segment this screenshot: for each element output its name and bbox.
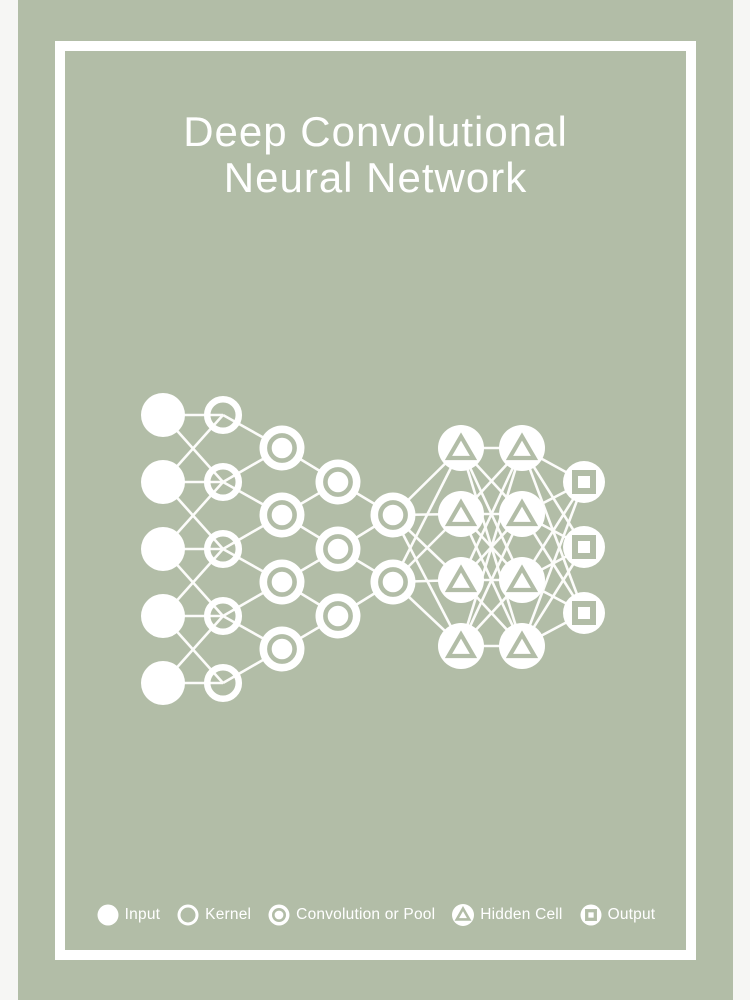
legend-item-label: Kernel bbox=[205, 906, 252, 923]
input-node-icon bbox=[97, 904, 119, 926]
legend: Input Kernel Convolution or Pool Hidden … bbox=[18, 901, 733, 929]
poster-title-line1: Deep Convolutional bbox=[183, 108, 568, 155]
legend-item-hidden-cell: Hidden Cell bbox=[451, 903, 562, 927]
conv-node-icon bbox=[268, 904, 290, 926]
output-node-icon bbox=[580, 904, 602, 926]
poster-title-line2: Neural Network bbox=[223, 154, 528, 201]
legend-item-convolution-or-pool: Convolution or Pool bbox=[267, 903, 435, 927]
poster-title: Deep Convolutional Neural Network bbox=[18, 109, 733, 201]
legend-item-label: Output bbox=[607, 906, 656, 923]
legend-item-input: Input bbox=[96, 903, 160, 927]
legend-item-kernel: Kernel bbox=[176, 903, 251, 927]
legend-item-output: Output bbox=[579, 903, 656, 927]
hidden-node-icon bbox=[452, 904, 475, 926]
kernel-node-icon bbox=[177, 904, 199, 926]
poster-frame-border bbox=[55, 41, 696, 960]
legend-item-label: Input bbox=[124, 906, 161, 923]
legend-item-label: Hidden Cell bbox=[480, 906, 563, 923]
legend-item-label: Convolution or Pool bbox=[296, 906, 436, 923]
